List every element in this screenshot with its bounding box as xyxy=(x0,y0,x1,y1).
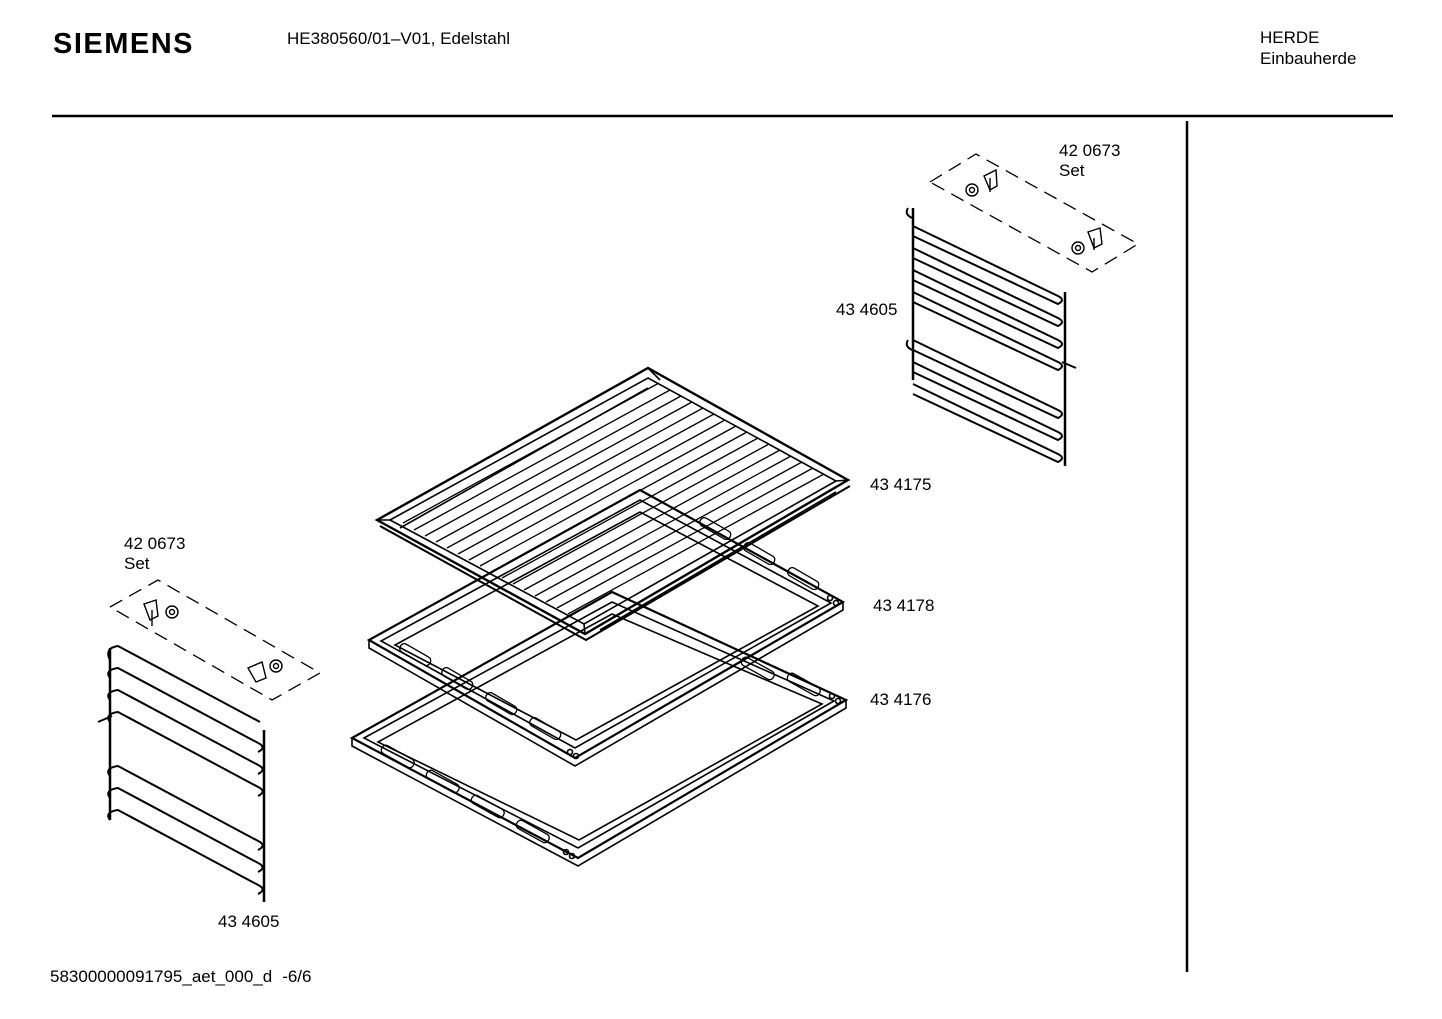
tray-slots xyxy=(380,656,821,844)
clip-set-left xyxy=(108,579,322,701)
callout-set-top: 42 0673 Set xyxy=(1059,141,1120,181)
page-indicator: -6/6 xyxy=(282,967,312,986)
side-rack-right xyxy=(905,207,1077,466)
part-number-label: 42 0673 xyxy=(124,534,186,553)
part-number-label: 42 0673 xyxy=(1059,141,1121,160)
callout-set-left: 42 0673 Set xyxy=(124,534,185,574)
clip-icon xyxy=(965,168,1103,255)
brand-logo: SIEMENS xyxy=(53,28,195,60)
enamel-tray xyxy=(366,488,846,767)
callout-rack-left: 43 4605 xyxy=(218,912,280,931)
set-label: Set xyxy=(124,554,150,573)
tray-slots xyxy=(399,516,820,741)
grill-rack xyxy=(374,366,851,642)
callout-enamel-tray: 43 4178 xyxy=(873,596,935,615)
clip-set-top-right xyxy=(928,153,1140,273)
document-id: 58300000091795_aet_000_d xyxy=(50,967,273,986)
callout-baking-tray: 43 4176 xyxy=(870,690,932,709)
clip-icon xyxy=(143,599,283,683)
baking-tray xyxy=(349,590,849,867)
side-rack-left xyxy=(97,644,266,902)
footer: 58300000091795_aet_000_d -6/6 xyxy=(50,967,311,987)
callout-grill-rack: 43 4175 xyxy=(870,475,932,494)
callout-rack-right: 43 4605 xyxy=(836,300,898,319)
category-block: HERDE Einbauherde xyxy=(1260,27,1356,69)
set-label: Set xyxy=(1059,161,1085,180)
model-title: HE380560/01–V01, Edelstahl xyxy=(287,29,511,48)
rack-bars xyxy=(402,382,825,615)
category-label: HERDE xyxy=(1260,28,1320,47)
subcategory-label: Einbauherde xyxy=(1260,49,1357,68)
